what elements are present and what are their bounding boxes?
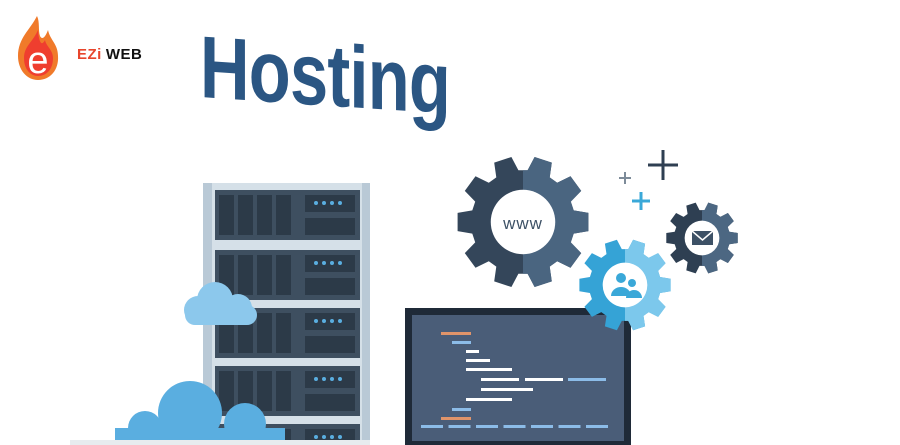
brand-web: WEB xyxy=(105,46,143,63)
mail-icon xyxy=(691,230,714,245)
server-unit xyxy=(215,250,360,300)
cloud-small-icon xyxy=(184,282,257,325)
code-line xyxy=(503,425,526,428)
code-monitor xyxy=(405,308,631,445)
www-label: www xyxy=(502,214,543,233)
code-line xyxy=(421,425,443,428)
users-icon xyxy=(611,273,642,298)
code-line xyxy=(466,398,512,401)
code-line xyxy=(466,359,490,362)
code-line xyxy=(558,425,581,428)
logo-mark: e xyxy=(27,40,48,82)
server-unit xyxy=(215,308,360,358)
code-line xyxy=(441,332,471,335)
code-line xyxy=(441,417,471,420)
code-line xyxy=(481,378,519,381)
www-gear-icon xyxy=(457,157,589,287)
code-line xyxy=(531,425,553,428)
server-unit xyxy=(215,366,360,416)
code-line xyxy=(586,425,608,428)
code-line xyxy=(568,378,606,381)
server-unit xyxy=(215,190,360,240)
code-line xyxy=(476,425,498,428)
code-line xyxy=(448,425,471,428)
code-line xyxy=(466,350,479,353)
plus-icons xyxy=(619,150,678,210)
code-line xyxy=(466,368,512,371)
code-line xyxy=(452,341,471,344)
code-line xyxy=(525,378,563,381)
code-line xyxy=(481,388,533,391)
ezi-logo-icon: e xyxy=(18,16,59,82)
brand-ezi: EZi xyxy=(77,46,102,63)
page-title: Hosting xyxy=(200,17,451,133)
code-line xyxy=(452,408,471,411)
